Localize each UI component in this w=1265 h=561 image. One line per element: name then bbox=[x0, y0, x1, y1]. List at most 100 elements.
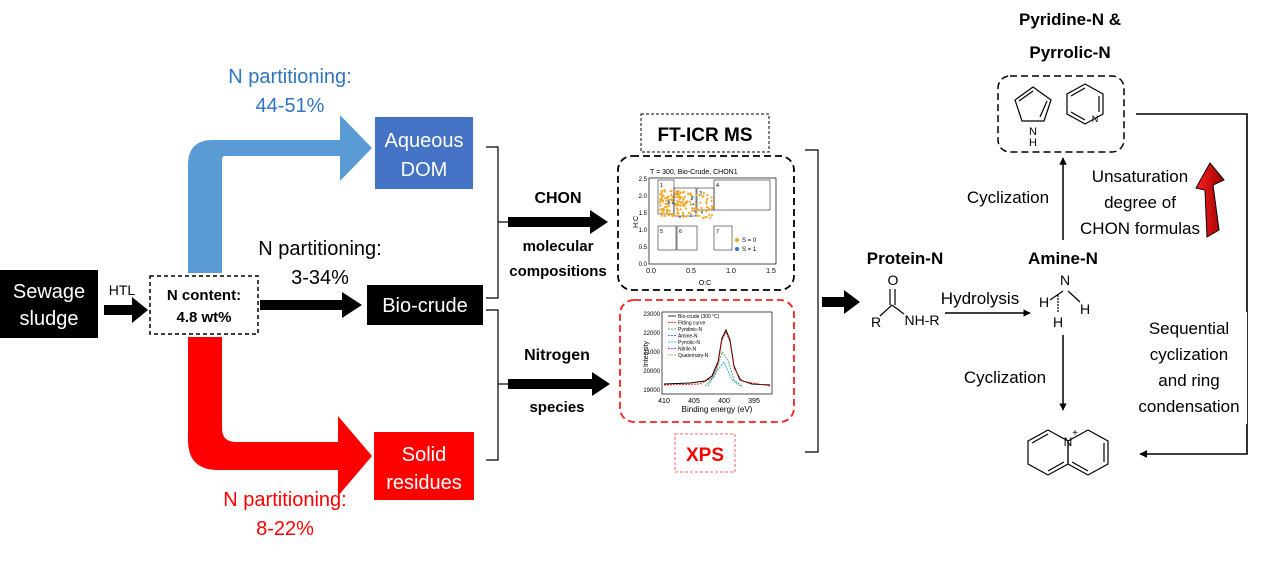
vk-point bbox=[700, 206, 703, 210]
vk-point bbox=[676, 192, 679, 195]
pyridine-pyrrolic-box bbox=[997, 75, 1125, 153]
xps-legend: Bio-crude (300 °C)Fitting curvePyridinic… bbox=[668, 314, 720, 359]
xps-ytick: 20000 bbox=[643, 369, 660, 375]
vk-point bbox=[687, 192, 690, 196]
vk-point-s1 bbox=[692, 203, 695, 206]
vk-point bbox=[661, 212, 664, 215]
vk-plot: T = 300, Bio-Crude, CHON1 1234567 0.00.5… bbox=[633, 169, 777, 287]
vk-point bbox=[660, 194, 663, 197]
xps-xtick: 395 bbox=[748, 398, 760, 405]
nitrogen-label: Nitrogen bbox=[524, 347, 590, 364]
vk-legend-s0-marker bbox=[735, 238, 739, 242]
ftir-label: FT-ICR MS bbox=[658, 125, 753, 146]
vk-point bbox=[665, 210, 669, 213]
vk-point bbox=[710, 196, 713, 199]
chon-arrow bbox=[508, 210, 608, 234]
solid-arrow bbox=[188, 337, 372, 496]
vk-point bbox=[682, 215, 685, 218]
xps-legend-item: Quaternary-N bbox=[678, 353, 709, 359]
vk-region-5 bbox=[657, 225, 677, 251]
aqueous-dom-label: Aqueous bbox=[385, 130, 464, 152]
vk-region-2 bbox=[673, 187, 697, 217]
vk-point bbox=[673, 190, 676, 193]
vk-xlabel: O:C bbox=[699, 280, 711, 287]
vk-point bbox=[660, 196, 663, 200]
aqueous-partition-label: N partitioning: bbox=[228, 66, 351, 88]
vk-title: T = 300, Bio-Crude, CHON1 bbox=[650, 169, 738, 176]
biocrude-arrow bbox=[260, 292, 362, 318]
xps-axes bbox=[661, 311, 773, 395]
vk-point bbox=[669, 213, 672, 216]
sequential-label-bg bbox=[1135, 312, 1247, 424]
biocrude-partition-value: 3-34% bbox=[291, 267, 349, 289]
biocrude-label: Bio-crude bbox=[382, 295, 468, 317]
vk-point bbox=[660, 208, 663, 211]
bracket-top bbox=[486, 146, 499, 299]
vk-axes bbox=[648, 177, 777, 265]
vk-point bbox=[689, 203, 693, 206]
xps-ytick: 19000 bbox=[643, 388, 660, 394]
vk-point bbox=[707, 207, 711, 210]
pyridine-n: N bbox=[1092, 114, 1099, 124]
vk-region-6 bbox=[676, 225, 698, 251]
biocrude-partition-label: N partitioning: bbox=[258, 238, 381, 260]
solid-residues-label-2: residues bbox=[386, 472, 462, 494]
vk-point-s1 bbox=[691, 196, 694, 199]
vk-point bbox=[691, 207, 694, 210]
vk-point bbox=[699, 201, 702, 204]
n-content-value: 4.8 wt% bbox=[176, 309, 231, 326]
vk-point bbox=[708, 213, 711, 216]
vk-point bbox=[689, 213, 692, 216]
vk-point bbox=[679, 192, 682, 195]
sewage-sludge-label-2: sludge bbox=[20, 308, 79, 330]
sequential-label-4: condensation bbox=[1138, 397, 1239, 416]
quinolizinium-n: N bbox=[1064, 435, 1073, 449]
vk-legend-s1-marker bbox=[735, 247, 739, 251]
vk-point bbox=[693, 207, 696, 210]
vk-region-label: 3 bbox=[699, 191, 702, 197]
solid-residues-label: Solid bbox=[402, 444, 446, 466]
vk-point bbox=[660, 214, 664, 217]
vk-regions: 1234567 bbox=[657, 179, 771, 251]
htl-arrow bbox=[104, 297, 148, 323]
amine-h2: H bbox=[1080, 301, 1090, 317]
vk-point bbox=[661, 199, 665, 202]
vk-point bbox=[664, 202, 667, 206]
vk-point bbox=[662, 207, 665, 210]
pyrrole-n: N bbox=[1029, 126, 1037, 138]
cyclization-top-label: Cyclization bbox=[967, 188, 1049, 207]
pyrrole-h: H bbox=[1029, 137, 1037, 149]
xps-legend-item: Bio-crude (300 °C) bbox=[678, 314, 720, 320]
vk-point bbox=[676, 212, 680, 215]
xps-component-2 bbox=[707, 361, 741, 387]
pyridine-pyrrolic-label: Pyridine-N & bbox=[1019, 10, 1121, 29]
xps-fit-curve bbox=[663, 331, 771, 387]
vk-point bbox=[695, 214, 699, 217]
vk-region-label: 1 bbox=[660, 183, 663, 189]
vk-point bbox=[705, 215, 708, 219]
vk-point bbox=[701, 195, 704, 198]
xps-legend-item: Nitrile-N bbox=[678, 347, 696, 353]
vk-point bbox=[676, 199, 679, 202]
unsaturation-label-3: CHON formulas bbox=[1080, 219, 1200, 238]
vk-point bbox=[664, 197, 667, 200]
amide-nhr: NH-R bbox=[905, 312, 940, 328]
vk-point bbox=[711, 207, 714, 210]
xps-xlabel: Binding energy (eV) bbox=[682, 405, 753, 414]
biocrude-box bbox=[367, 285, 483, 325]
bracket-right bbox=[805, 149, 819, 453]
vk-ylabel: H:C bbox=[633, 216, 640, 228]
amide-r: R bbox=[871, 314, 881, 330]
aqueous-arrow bbox=[188, 115, 372, 273]
amide-oxygen: O bbox=[888, 272, 899, 288]
vk-point bbox=[665, 205, 669, 208]
vk-point bbox=[681, 203, 684, 206]
vk-region-4 bbox=[713, 179, 771, 211]
vk-region-7 bbox=[713, 225, 733, 251]
vk-point bbox=[660, 192, 663, 195]
hydrolysis-label: Hydrolysis bbox=[941, 289, 1019, 308]
vk-point bbox=[668, 198, 671, 201]
vk-point bbox=[710, 214, 714, 217]
